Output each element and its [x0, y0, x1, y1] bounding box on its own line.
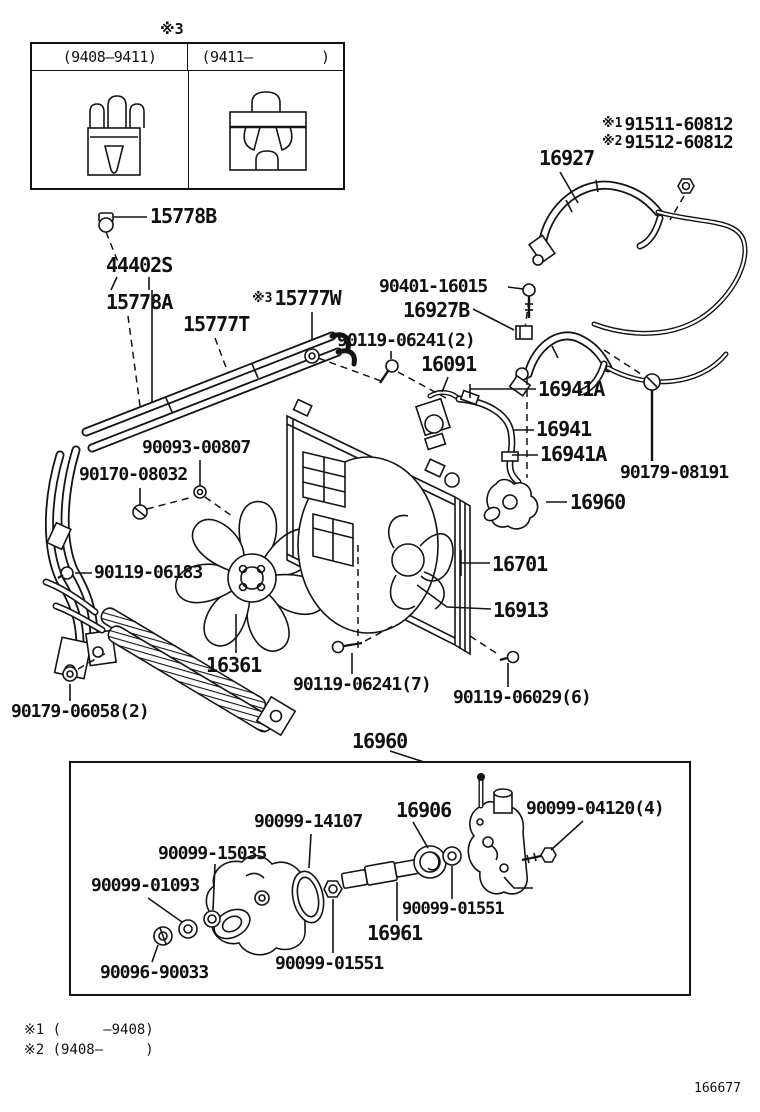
part-label-90099-14107: 90099-14107 [254, 811, 363, 832]
washer-90099-01093-drawing [147, 897, 198, 939]
bolt-90401-16015-drawing [507, 283, 536, 329]
part-label-90119-06029-6: 90119-06029(6) [453, 687, 592, 708]
part-label-16913: 16913 [493, 598, 549, 622]
bolt-90119-06029-6-drawing [469, 635, 520, 687]
bypass-hose-16941-drawing [455, 378, 538, 486]
water-inlet-16960-drawing [483, 478, 567, 530]
part-label-90096-90033: 90096-90033 [100, 962, 209, 983]
part-label-44402S: 44402S [106, 253, 173, 277]
clamp-style-drawings [87, 91, 307, 176]
part-label-16906: 16906 [396, 798, 452, 822]
part-label-90170-08032: 90170-08032 [79, 464, 188, 485]
clamp-16927b-drawing [472, 308, 533, 340]
part-label-16927B: 16927B [403, 298, 470, 322]
clamp-table-header: (9408–9411) (9411– ) [32, 44, 343, 71]
part-label-91512-text: 91512-60812 [624, 132, 733, 153]
ref-marker-2: ※2 [602, 134, 623, 149]
fan-behind-shroud-drawing [388, 514, 454, 610]
screw-90170-08032-drawing [132, 488, 194, 520]
part-label-16361: 16361 [206, 653, 262, 677]
part-label-90179-08191: 90179-08191 [620, 462, 729, 483]
part-label-16091: 16091 [421, 352, 477, 376]
gasket-90099-14107-drawing [291, 833, 325, 924]
clamp-table-divider [187, 70, 189, 188]
fan-drawing [171, 500, 331, 659]
part-label-15777W-text: 15777W [274, 286, 341, 310]
footnote-ref-2: ※2 (9408– ) [24, 1042, 154, 1058]
thermostat-16091-drawing [414, 376, 462, 451]
bolt-90093-00807-drawing [193, 460, 233, 517]
part-label-90179-06058-2: 90179-06058(2) [11, 701, 150, 722]
seal-90099-01551-upper-drawing [442, 846, 462, 899]
seal-90099-01551-lower-drawing [323, 880, 343, 953]
radiator-drawing [286, 398, 471, 656]
radiator-leaders [416, 550, 492, 610]
footnote-ref-1: ※1 ( –9408) [24, 1022, 154, 1038]
part-label-90119-06183: 90119-06183 [94, 562, 203, 583]
part-label-90401-16015: 90401-16015 [379, 276, 488, 297]
part-label-16927: 16927 [539, 146, 595, 170]
fasteners-upper [57, 178, 695, 701]
part-label-16701: 16701 [492, 552, 548, 576]
part-label-90119-06241-2: 90119-06241(2) [337, 330, 476, 351]
clamp-table-col2-header: (9411– ) [201, 48, 330, 66]
part-label-16941A-1: 16941A [538, 377, 605, 401]
part-label-90099-01551-b: 90099-01551 [275, 953, 384, 974]
part-label-15778A: 15778A [106, 290, 173, 314]
clamp-table-col1-header: (9408–9411) [32, 44, 188, 70]
washer-90096-90033-drawing [151, 926, 173, 963]
bolt-90119-06241-7-drawing [331, 625, 394, 674]
bolt-90119-06241-2-drawing [317, 351, 447, 399]
part-label-16941: 16941 [536, 417, 592, 441]
part-label-15778B: 15778B [150, 204, 217, 228]
ref-marker-1: ※1 [602, 116, 623, 131]
clip-15778b-drawing [98, 212, 147, 263]
part-label-90093-00807: 90093-00807 [142, 437, 251, 458]
clamp-new-style-drawing [229, 91, 307, 171]
part-label-16960-main: 16960 [570, 490, 626, 514]
shroud-labels-drawing [302, 450, 354, 568]
nut-90099-15035-drawing [203, 863, 221, 928]
figure-number: 166677 [694, 1081, 741, 1096]
hoses-drawing [508, 171, 748, 397]
pump-body-drawing [205, 854, 306, 956]
part-label-16961: 16961 [367, 921, 423, 945]
water-pump-exploded [69, 750, 691, 996]
leader-lines-upper-left [110, 276, 313, 407]
bolt-90099-04120-drawing [521, 820, 584, 864]
ref-marker-3: ※3 [252, 291, 273, 306]
part-label-16941A-2: 16941A [540, 442, 607, 466]
part-label-90099-01093: 90099-01093 [91, 875, 200, 896]
part-label-90119-06241-7: 90119-06241(7) [293, 674, 432, 695]
clamp-old-style-drawing [87, 95, 145, 176]
clamp-comparison-table: (9408–9411) (9411– ) [30, 42, 345, 190]
inset-ref-marker: ※3 [160, 20, 184, 38]
cover-16962-drawing [467, 773, 533, 895]
part-label-91511-text: 91511-60812 [624, 114, 733, 135]
nut-91511-drawing [669, 178, 695, 221]
bolt-90119-06183-drawing [57, 566, 92, 580]
grommet-90179-06058-drawing [62, 652, 107, 701]
part-label-90099-15035: 90099-15035 [158, 843, 267, 864]
bolt-90179-08191-drawing [603, 349, 661, 461]
rotor-16906-drawing [412, 821, 447, 879]
part-label-16960-box: 16960 [352, 729, 408, 753]
part-label-90099-01551-a: 90099-01551 [402, 899, 505, 919]
part-label-90099-04120-4: 90099-04120(4) [526, 798, 665, 819]
part-label-15777T: 15777T [183, 312, 250, 336]
oil-cooler-drawing [42, 578, 297, 737]
